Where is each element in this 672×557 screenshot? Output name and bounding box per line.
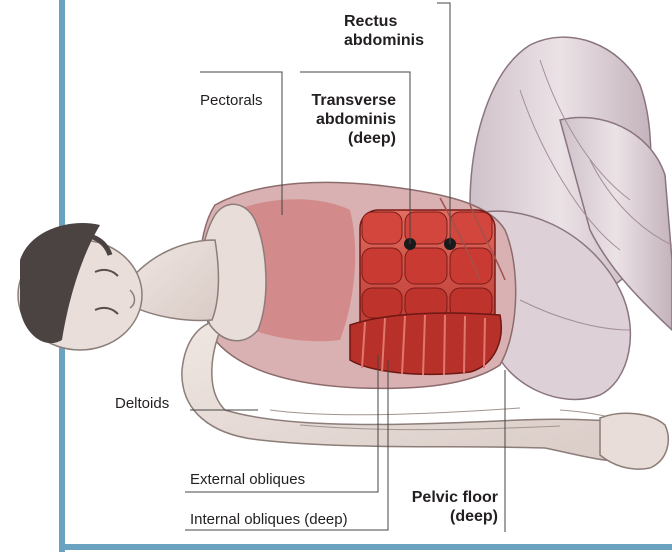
transverse-label-line1: Transverse <box>300 91 396 110</box>
pelvic-floor-label-line1: Pelvic floor <box>392 488 498 507</box>
oblique-muscles <box>350 313 501 375</box>
transverse-label-line3: (deep) <box>300 129 396 148</box>
neck <box>130 240 218 320</box>
pelvic-floor-label-line2: (deep) <box>392 507 498 526</box>
pelvic-floor-label: Pelvic floor (deep) <box>392 488 498 526</box>
deltoids-label: Deltoids <box>115 394 169 413</box>
rectus-abdominis-label: Rectus abdominis <box>344 12 424 50</box>
head <box>18 223 142 350</box>
external-obliques-label: External obliques <box>190 470 305 489</box>
rectus-label-line2: abdominis <box>344 31 424 50</box>
transverse-abdominis-label: Transverse abdominis (deep) <box>300 91 396 148</box>
pectorals-label: Pectorals <box>200 91 263 110</box>
transverse-label-line2: abdominis <box>300 110 396 129</box>
rectus-label-line1: Rectus <box>344 12 424 31</box>
internal-obliques-label: Internal obliques (deep) <box>190 510 348 529</box>
hand <box>600 413 668 469</box>
